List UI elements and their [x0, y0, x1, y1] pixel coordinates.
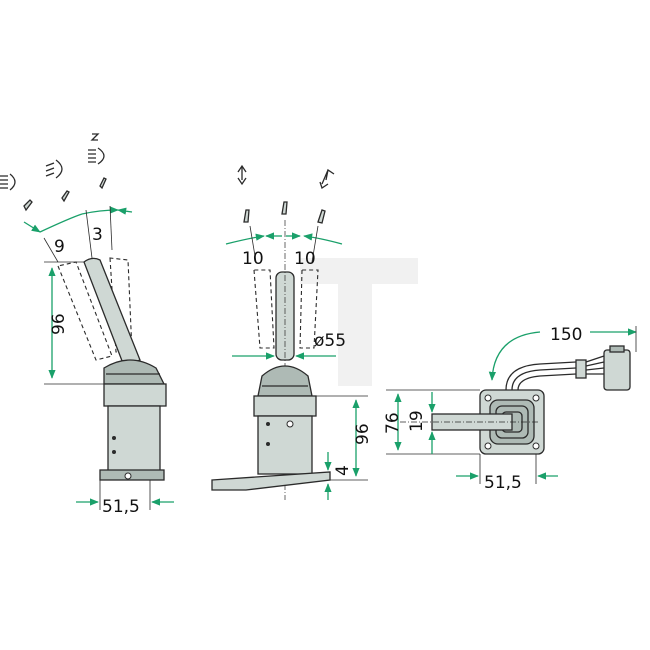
right-width-label: 51,5	[484, 473, 522, 493]
headlight-high-beam-icon	[0, 173, 16, 191]
right-shaft-label: 19	[407, 410, 427, 432]
mid-plate-label: 4	[333, 465, 353, 476]
left-angle-outer-label: 9	[54, 237, 65, 257]
front-view: 10 10 ø55 96 4	[211, 164, 373, 500]
right-cable-label: 150	[550, 325, 582, 345]
left-width-label: 51,5	[102, 497, 140, 517]
left-height-label: 96	[49, 313, 69, 335]
right-height-label: 76	[383, 412, 403, 434]
mid-height-label: 96	[353, 423, 373, 445]
left-angle-inner-label: 3	[92, 225, 103, 245]
mid-angle-left-label: 10	[242, 249, 264, 269]
top-view: 150 76 19 51,5	[383, 325, 637, 493]
headlight-low-beam-icon	[45, 159, 63, 179]
direction-arrows-icon	[237, 164, 335, 190]
left-side-view: 9 3 96 51,5	[0, 133, 174, 517]
watermark-logo	[300, 258, 418, 386]
horn-icon	[88, 133, 105, 165]
mid-angle-right-label: 10	[294, 249, 316, 269]
mid-diameter-label: ø55	[314, 331, 346, 351]
